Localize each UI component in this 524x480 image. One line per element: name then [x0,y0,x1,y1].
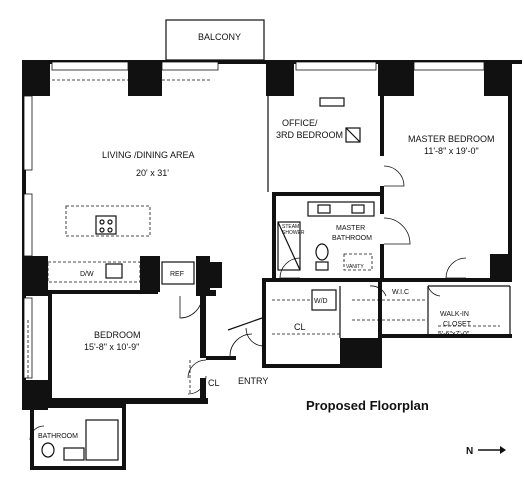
steam-label-2: SHOWER [282,230,305,236]
refrigerator-label: REF [170,271,184,278]
office-label-1: OFFICE/ [282,118,318,128]
doors [29,165,467,441]
master-bedroom-dims: 11'-8" x 19'-0" [424,146,479,156]
vanity-label: VANITY [346,264,364,270]
steam-label-1: STEAM [282,224,299,230]
room-labels: BALCONY LIVING /DINING AREA 20' x 31' OF… [38,32,495,440]
north-arrowhead-icon [500,446,506,454]
walk-in-dims: 5'-6"x7'-0" [438,331,470,338]
master-bedroom-label: MASTER BEDROOM [408,134,495,144]
wic-label: W.I.C [392,289,409,296]
dishwasher-label: D/W [80,271,94,278]
bathroom-label: BATHROOM [38,433,78,440]
washer-dryer-label: W/D [314,298,328,305]
exterior-walls [22,19,522,470]
living-dims: 20' x 31' [136,168,169,178]
windows [23,61,485,379]
plan-title: Proposed Floorplan [306,398,429,413]
refrigerator-box [161,261,195,285]
balcony-label: BALCONY [198,32,241,42]
master-bath-label-1: MASTER [336,225,365,232]
walk-in-label-1: WALK-IN [440,311,469,318]
living-label: LIVING /DINING AREA [102,150,195,160]
bedroom-dims: 15'-8" x 10'-9" [84,342,139,352]
interior-walls [48,96,512,404]
office-label-2: 3RD BEDROOM [276,130,343,140]
entry-label: ENTRY [238,376,268,386]
closet-main-label: CL [294,322,306,332]
closet-bedroom-label: CL [208,378,220,388]
north-label: N [466,446,473,457]
bedroom-label: BEDROOM [94,330,141,340]
master-bath-label-2: BATHROOM [332,235,372,242]
north-arrow: N [466,446,506,457]
walk-in-label-2: CLOSET [443,321,472,328]
pantry-label: PT. [200,274,207,280]
fixtures [27,79,500,461]
